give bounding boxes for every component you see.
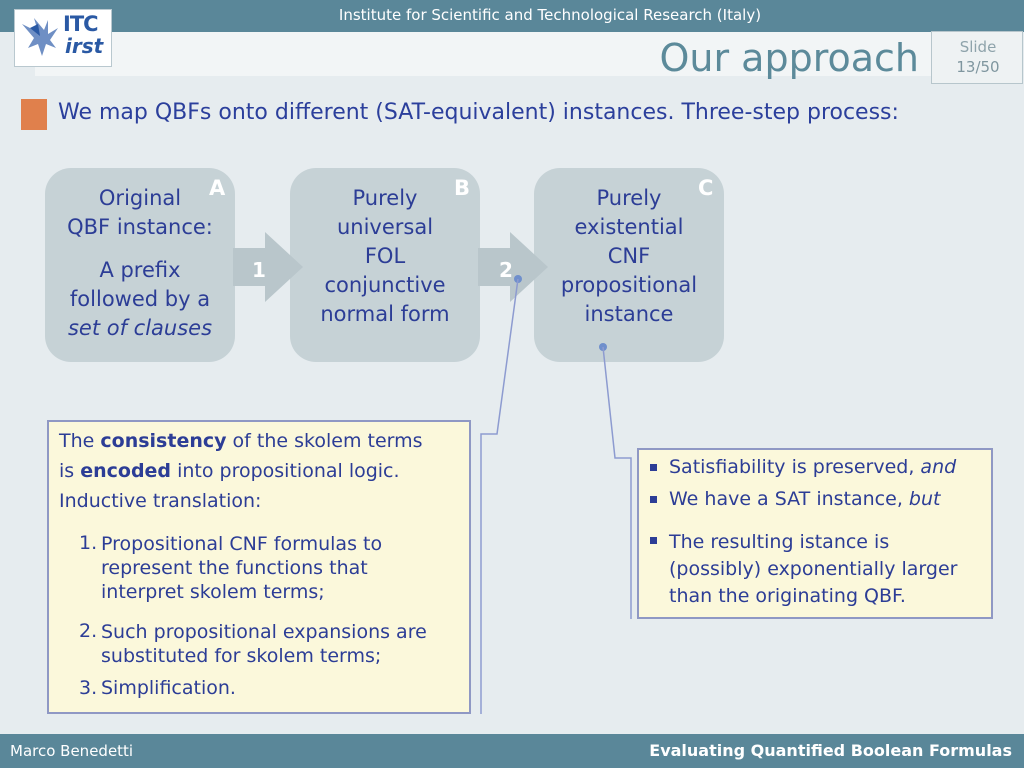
bullet-text-2: We have a SAT instance, <box>669 488 909 510</box>
step-b-line-5: normal form <box>320 302 450 326</box>
bullet-text-3-line-3: than the originating QBF. <box>669 585 906 607</box>
step-b-line-3: FOL <box>364 244 406 268</box>
step-b-line-4: conjunctive <box>324 273 446 297</box>
presentation-title: Evaluating Quantified Boolean Formulas <box>649 741 1012 760</box>
step-b-line-1: Purely <box>352 186 418 210</box>
bullet-square-icon <box>21 99 47 130</box>
bullet-square-icon <box>650 496 657 503</box>
bullet-emphasis-but: but <box>908 488 941 510</box>
bullet-text-3-line-1: The resulting istance is <box>669 531 890 553</box>
slide-number: 13/50 <box>956 58 1000 76</box>
step-c-line-5: instance <box>584 302 674 326</box>
keyword-consistency: consistency <box>100 430 227 452</box>
slide-label: Slide <box>959 38 997 56</box>
step-letter-a: A <box>209 176 226 200</box>
author-name: Marco Benedetti <box>10 742 134 760</box>
step-c-line-4: propositional <box>560 273 698 297</box>
step-a-line-1: Original <box>98 186 182 210</box>
slide-title: Our approach <box>659 36 919 80</box>
step-letter-b: B <box>454 176 471 200</box>
bullet-square-icon <box>650 537 657 544</box>
arrow-label-1: 1 <box>252 258 266 282</box>
step-a-line-4: followed by a <box>69 287 211 311</box>
step-b-line-2: universal <box>336 215 434 239</box>
bullet-square-icon <box>650 464 657 471</box>
logo-irst-text: irst <box>65 34 104 58</box>
step-box-c: C Purely existential CNF propositional i… <box>534 168 724 362</box>
itc-irst-logo: ITC irst <box>14 9 112 67</box>
list-number: 1. <box>79 532 98 554</box>
panel-text: of the skolem terms <box>226 430 423 452</box>
list-item-2-line-2: substituted for skolem terms; <box>101 645 382 667</box>
list-item-3-line-1: Simplification. <box>101 677 236 699</box>
header-bar <box>0 0 1024 32</box>
bullet-text-3-line-2: (possibly) exponentially larger <box>669 558 958 580</box>
step-box-b: B Purely universal FOL conjunctive norma… <box>290 168 480 362</box>
consistency-panel: The consistency of the skolem terms is e… <box>47 420 471 714</box>
step-box-a: A Original QBF instance: A prefix follow… <box>45 168 235 362</box>
properties-panel: Satisfiability is preserved, and We have… <box>637 448 993 619</box>
list-item-1-line-3: interpret skolem terms; <box>101 581 325 603</box>
step-c-line-2: existential <box>574 215 684 239</box>
keyword-encoded: encoded <box>80 460 172 482</box>
list-number: 3. <box>79 677 98 699</box>
slide-counter: Slide 13/50 <box>931 31 1023 84</box>
list-item-1-line-1: Propositional CNF formulas to <box>101 533 383 555</box>
arrow-right-icon-1 <box>233 232 303 302</box>
bullet-text-1: Satisfiability is preserved, <box>669 456 921 478</box>
panel-text: The <box>59 430 101 452</box>
title-strip <box>35 32 931 76</box>
panel-text: into propositional logic. <box>171 460 400 482</box>
logo-itc-text: ITC <box>63 12 99 36</box>
institute-name: Institute for Scientific and Technologic… <box>338 6 762 24</box>
step-a-line-3: A prefix <box>99 258 181 282</box>
step-a-line-5: set of clauses <box>67 316 213 340</box>
step-c-line-3: CNF <box>607 244 651 268</box>
inductive-translation-label: Inductive translation: <box>59 490 262 512</box>
intro-text: We map QBFs onto different (SAT-equivale… <box>58 100 899 125</box>
step-letter-c: C <box>698 176 714 200</box>
list-number: 2. <box>79 620 98 642</box>
step-a-line-2: QBF instance: <box>67 215 213 239</box>
eagle-icon <box>22 18 58 56</box>
list-item-2-line-1: Such propositional expansions are <box>101 621 427 643</box>
footer-bar <box>0 734 1024 768</box>
step-c-line-1: Purely <box>596 186 662 210</box>
panel-text: is <box>59 460 81 482</box>
list-item-1-line-2: represent the functions that <box>101 557 368 579</box>
bullet-emphasis-and: and <box>920 456 957 478</box>
arrow-label-2: 2 <box>499 258 513 282</box>
arrow-right-icon-2 <box>478 232 548 302</box>
